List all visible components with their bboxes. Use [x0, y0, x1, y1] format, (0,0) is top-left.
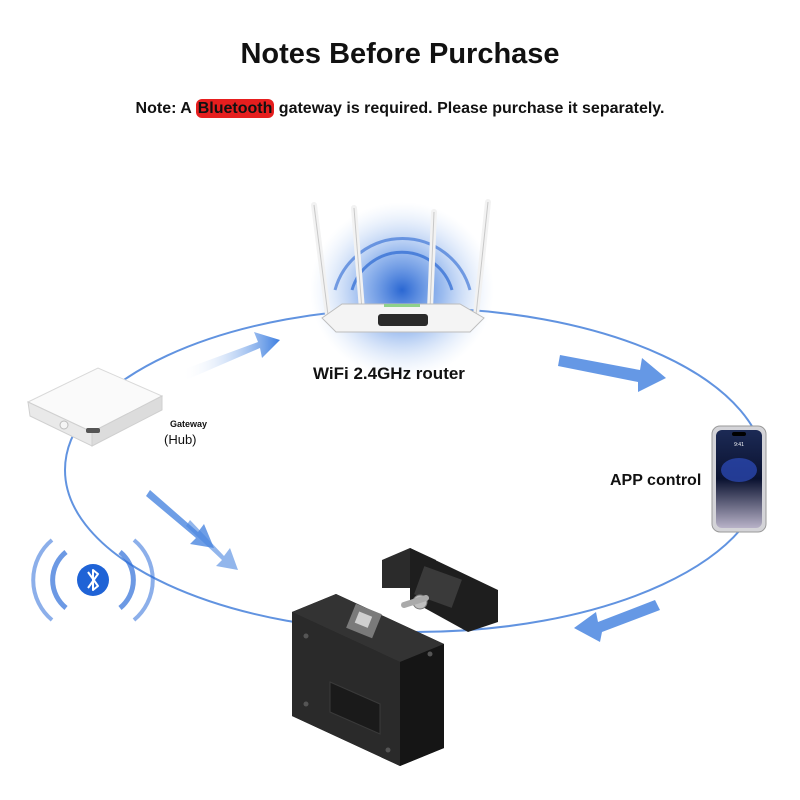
page-title: Notes Before Purchase	[240, 38, 560, 70]
flow-arrows	[146, 332, 666, 642]
gateway-hub	[26, 367, 164, 447]
wifi-router	[310, 199, 494, 378]
arrow-gateway-to-router	[182, 332, 280, 380]
bluetooth-highlight: Bluetooth	[195, 99, 275, 118]
gateway-label: Gateway	[170, 419, 208, 429]
wifi-signal-glow	[310, 202, 494, 378]
note-suffix: gateway is required. Please purchase it …	[274, 100, 665, 117]
hub-label: (Hub)	[164, 432, 197, 447]
arrow-lock-to-app	[574, 600, 660, 642]
arrow-down-lock	[186, 520, 238, 570]
arrow-router-to-app	[558, 355, 666, 392]
svg-text:9:41: 9:41	[734, 442, 744, 448]
note-prefix: Note: A	[135, 100, 196, 117]
smartphone: 9:41	[711, 425, 767, 533]
app-control-label: APP control	[610, 472, 702, 489]
smart-lock	[292, 548, 498, 766]
router-label: WiFi 2.4GHz router	[313, 364, 465, 383]
bluetooth-signal	[31, 538, 155, 622]
wifi-signal-arc	[333, 237, 472, 291]
purchase-note: Note: A Bluetooth gateway is required. P…	[0, 99, 800, 118]
bluetooth-icon	[87, 569, 99, 591]
